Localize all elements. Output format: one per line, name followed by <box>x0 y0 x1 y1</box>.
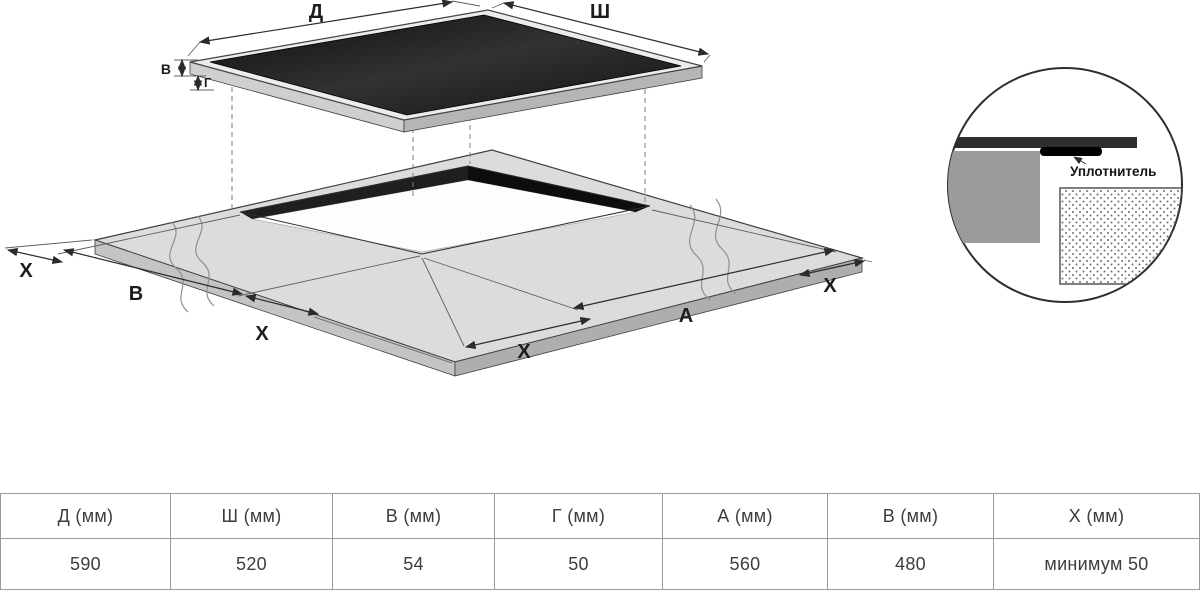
cooktop-cross-section <box>948 137 1137 148</box>
dimensions-table: Д (мм) Ш (мм) В (мм) Г (мм) А (мм) В (мм… <box>0 493 1200 590</box>
table-value-cell: 590 <box>0 538 171 590</box>
dimension-g: Г <box>190 74 214 92</box>
seal-leader-line <box>1073 156 1087 165</box>
dimension-sh: Ш <box>491 1 711 63</box>
dim-label-sh: Ш <box>590 1 610 23</box>
table-header-cell: А (мм) <box>662 493 828 539</box>
table-value-cell: 520 <box>170 538 333 590</box>
dim-label-a: А <box>679 305 693 327</box>
table-value-cell: 54 <box>332 538 495 590</box>
table-header-cell: Х (мм) <box>993 493 1200 539</box>
dim-label-x-right: X <box>823 275 837 297</box>
table-header-cell: Г (мм) <box>494 493 663 539</box>
countertop-cross-section <box>948 151 1040 243</box>
table-header-cell: В (мм) <box>332 493 495 539</box>
dim-label-v: В <box>161 61 171 77</box>
dim-label-x-left: X <box>19 260 33 282</box>
table-value-cell: 560 <box>662 538 828 590</box>
cutout-edge <box>239 165 651 255</box>
cooktop-drawing <box>189 9 703 133</box>
dimension-x-bottom-left: X <box>244 294 453 364</box>
dimension-b: В <box>57 214 421 305</box>
table-value-cell: минимум 50 <box>993 538 1200 590</box>
dimension-x-left: X <box>4 239 93 282</box>
seal-detail-inset: Уплотнитель <box>947 67 1183 303</box>
dim-label-d: Д <box>309 1 323 23</box>
dimension-d: Д <box>187 0 481 57</box>
cabinet-hatched-area <box>1059 187 1182 285</box>
table-value-cell: 480 <box>827 538 994 590</box>
cutout-wall-nw <box>240 166 468 219</box>
countertop-drawing <box>92 149 865 377</box>
dim-label-x-bottom-left: X <box>255 323 269 345</box>
table-header-cell: Д (мм) <box>0 493 171 539</box>
cutout-hole <box>239 165 651 255</box>
table-header-cell: В (мм) <box>827 493 994 539</box>
dim-label-b: В <box>129 283 143 305</box>
dim-label-g: Г <box>204 76 211 90</box>
dimension-x-bottom: X <box>421 257 592 363</box>
dimension-x-right: X <box>798 258 873 297</box>
table-header-cell: Ш (мм) <box>170 493 333 539</box>
table-header-row: Д (мм) Ш (мм) В (мм) Г (мм) А (мм) В (мм… <box>0 493 1200 539</box>
seal-label: Уплотнитель <box>1070 164 1156 179</box>
dim-label-x-bottom: X <box>517 341 531 363</box>
dimension-a: А <box>423 209 837 327</box>
seal-gasket <box>1040 147 1102 156</box>
table-value-cell: 50 <box>494 538 663 590</box>
cutout-wall-ne <box>468 166 650 212</box>
installation-diagram: Д Ш В Г X В <box>4 0 1183 377</box>
table-value-row: 590 520 54 50 560 480 минимум 50 <box>0 538 1200 590</box>
